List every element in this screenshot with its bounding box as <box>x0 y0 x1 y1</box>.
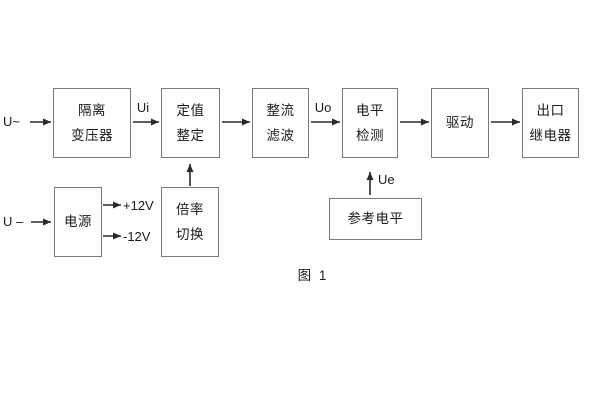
block-label: 出口 <box>536 102 565 118</box>
block-label: 继电器 <box>529 128 572 143</box>
block-label: 检测 <box>356 128 384 143</box>
block-label: 驱动 <box>446 115 474 131</box>
signal-label-ac-input: U~ <box>3 114 20 129</box>
block-level-detection: 电平 检测 <box>342 88 398 158</box>
block-label: 参考电平 <box>347 211 404 227</box>
block-label: 滤波 <box>266 128 295 143</box>
block-label: 切换 <box>176 227 204 242</box>
signal-label-ue: Ue <box>378 172 395 187</box>
block-label: 变压器 <box>71 128 113 143</box>
block-power-supply: 电源 <box>54 187 102 257</box>
block-label: 隔离 <box>78 102 106 118</box>
block-label: 电平 <box>356 102 384 118</box>
block-label: 整流 <box>266 102 295 118</box>
block-driver: 驱动 <box>431 88 489 158</box>
figure-caption: 图 1 <box>297 268 329 283</box>
signal-label-plus-12v: +12V <box>123 198 154 213</box>
block-label: 倍率 <box>176 201 204 217</box>
block-ratio-switch: 倍率 切换 <box>161 187 219 257</box>
signal-label-minus-12v: -12V <box>123 229 151 244</box>
block-output-relay: 出口 继电器 <box>522 88 579 158</box>
block-isolation-transformer: 隔离 变压器 <box>53 88 131 158</box>
block-rectifier-filter: 整流 滤波 <box>252 88 309 158</box>
block-value-setting: 定值 整定 <box>161 88 220 158</box>
signal-label-ui: Ui <box>136 100 150 115</box>
block-label: 电源 <box>64 214 92 230</box>
signal-label-uo: Uo <box>314 100 332 115</box>
block-reference-level: 参考电平 <box>329 198 422 240</box>
block-label: 整定 <box>176 128 205 143</box>
block-label: 定值 <box>176 102 205 118</box>
signal-label-dc-input: U – <box>3 214 24 229</box>
